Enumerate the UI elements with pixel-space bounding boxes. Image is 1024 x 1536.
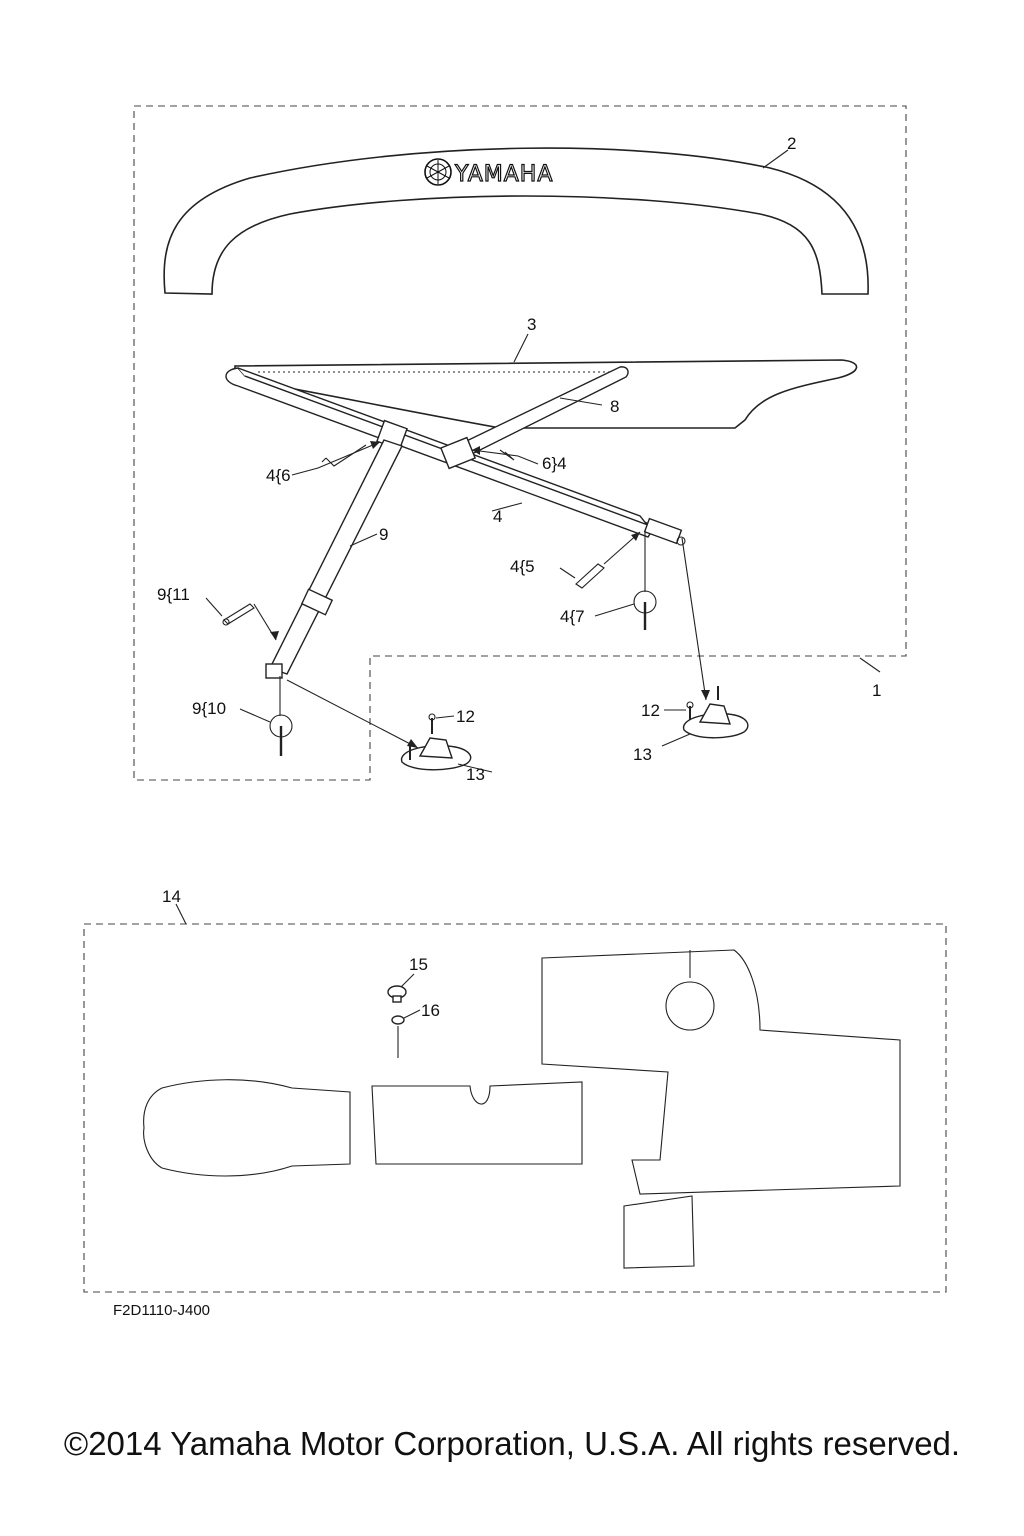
yamaha-emblem-icon: [424, 158, 452, 186]
part-7-quick-pin: [633, 530, 657, 630]
part-14-mat-right: [541, 949, 901, 1195]
part-15-snap-fastener: [387, 985, 407, 1003]
callout-15: 15: [409, 955, 428, 974]
part-12-screw-right: [686, 701, 694, 720]
part-13-mount-bracket-right: [682, 686, 749, 739]
callout-4: 4: [493, 507, 502, 526]
callout-9: 9: [379, 525, 388, 544]
group-1-boundary: [133, 105, 907, 781]
callout-labels: 2 3 8 4{6 6}4 4 9 4{5 9{11 4{7 1 9{10 12…: [157, 134, 881, 1020]
callout-8: 8: [610, 397, 619, 416]
callout-13-right: 13: [633, 745, 652, 764]
callout-6-4: 6}4: [542, 454, 567, 473]
callout-4-6: 4{6: [266, 466, 291, 485]
part-3-canopy: [234, 359, 858, 429]
callout-13-left: 13: [466, 765, 485, 784]
callout-3: 3: [527, 315, 536, 334]
part-8-support-strut: [439, 366, 629, 470]
part-10-quick-pin: [269, 676, 293, 756]
callout-2: 2: [787, 134, 796, 153]
part-11-pin: [222, 603, 255, 626]
callout-16: 16: [421, 1001, 440, 1020]
part-2-arch-cover: YAMAHA: [163, 147, 869, 295]
part-9-leg-tube: [265, 439, 403, 679]
part-5-pin: [575, 563, 605, 589]
callout-4-5: 4{5: [510, 557, 535, 576]
yamaha-logo-text: YAMAHA: [454, 162, 553, 187]
callout-12-right: 12: [641, 701, 660, 720]
callout-9-10: 9{10: [192, 699, 226, 718]
figure-code: F2D1110-J400: [113, 1302, 210, 1319]
callout-1: 1: [872, 681, 881, 700]
callout-14: 14: [162, 887, 181, 906]
part-16-washer: [391, 1015, 405, 1058]
part-14-mat-small: [623, 1195, 695, 1269]
copyright-notice: ©2014 Yamaha Motor Corporation, U.S.A. A…: [63, 1425, 961, 1462]
callout-12-left: 12: [456, 707, 475, 726]
part-12-screw-left: [428, 713, 436, 734]
part-14-mat-center: [371, 1081, 583, 1165]
callout-4-7: 4{7: [560, 607, 585, 626]
leader-lines: [175, 149, 881, 1019]
arrow-heads: [270, 441, 710, 748]
part-13-mount-bracket-left: [400, 737, 472, 771]
group-14-boundary: [83, 923, 947, 1293]
callout-9-11: 9{11: [157, 585, 190, 604]
part-14-mat-left: [143, 1079, 351, 1177]
